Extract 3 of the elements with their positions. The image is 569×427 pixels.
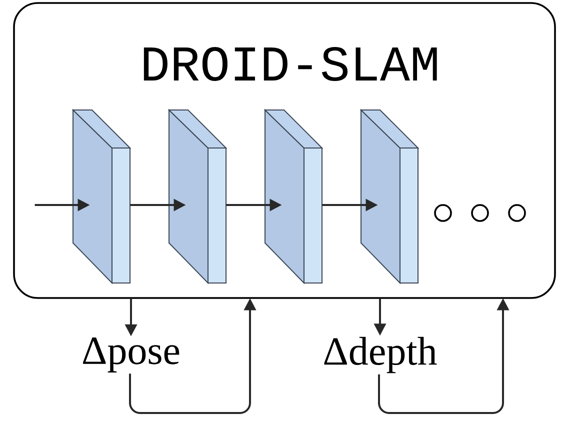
output-label: Δpose: [83, 338, 180, 372]
output-label: Δdepth: [324, 336, 437, 374]
system-box: DROID-SLAM: [13, 2, 556, 299]
